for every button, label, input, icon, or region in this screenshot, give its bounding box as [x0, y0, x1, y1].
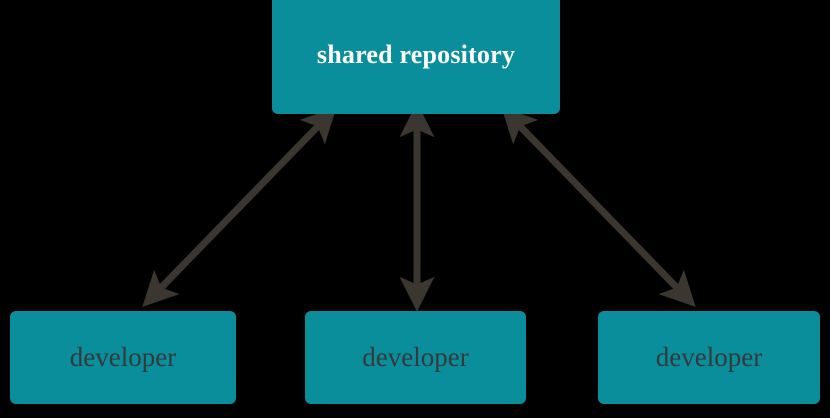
connector-left-developer — [142, 106, 337, 308]
developer-node-left[interactable]: developer — [10, 311, 236, 404]
developer-node-right[interactable]: developer — [598, 311, 820, 404]
shared-repository-label: shared repository — [316, 39, 516, 69]
developer-node-center[interactable]: developer — [305, 311, 526, 404]
developer-label-center: developer — [362, 341, 469, 372]
developer-label-right: developer — [655, 341, 763, 372]
connector-right-developer — [501, 106, 696, 308]
shared-repository-node[interactable]: shared repository — [272, 0, 560, 114]
developer-label-left: developer — [69, 341, 177, 372]
